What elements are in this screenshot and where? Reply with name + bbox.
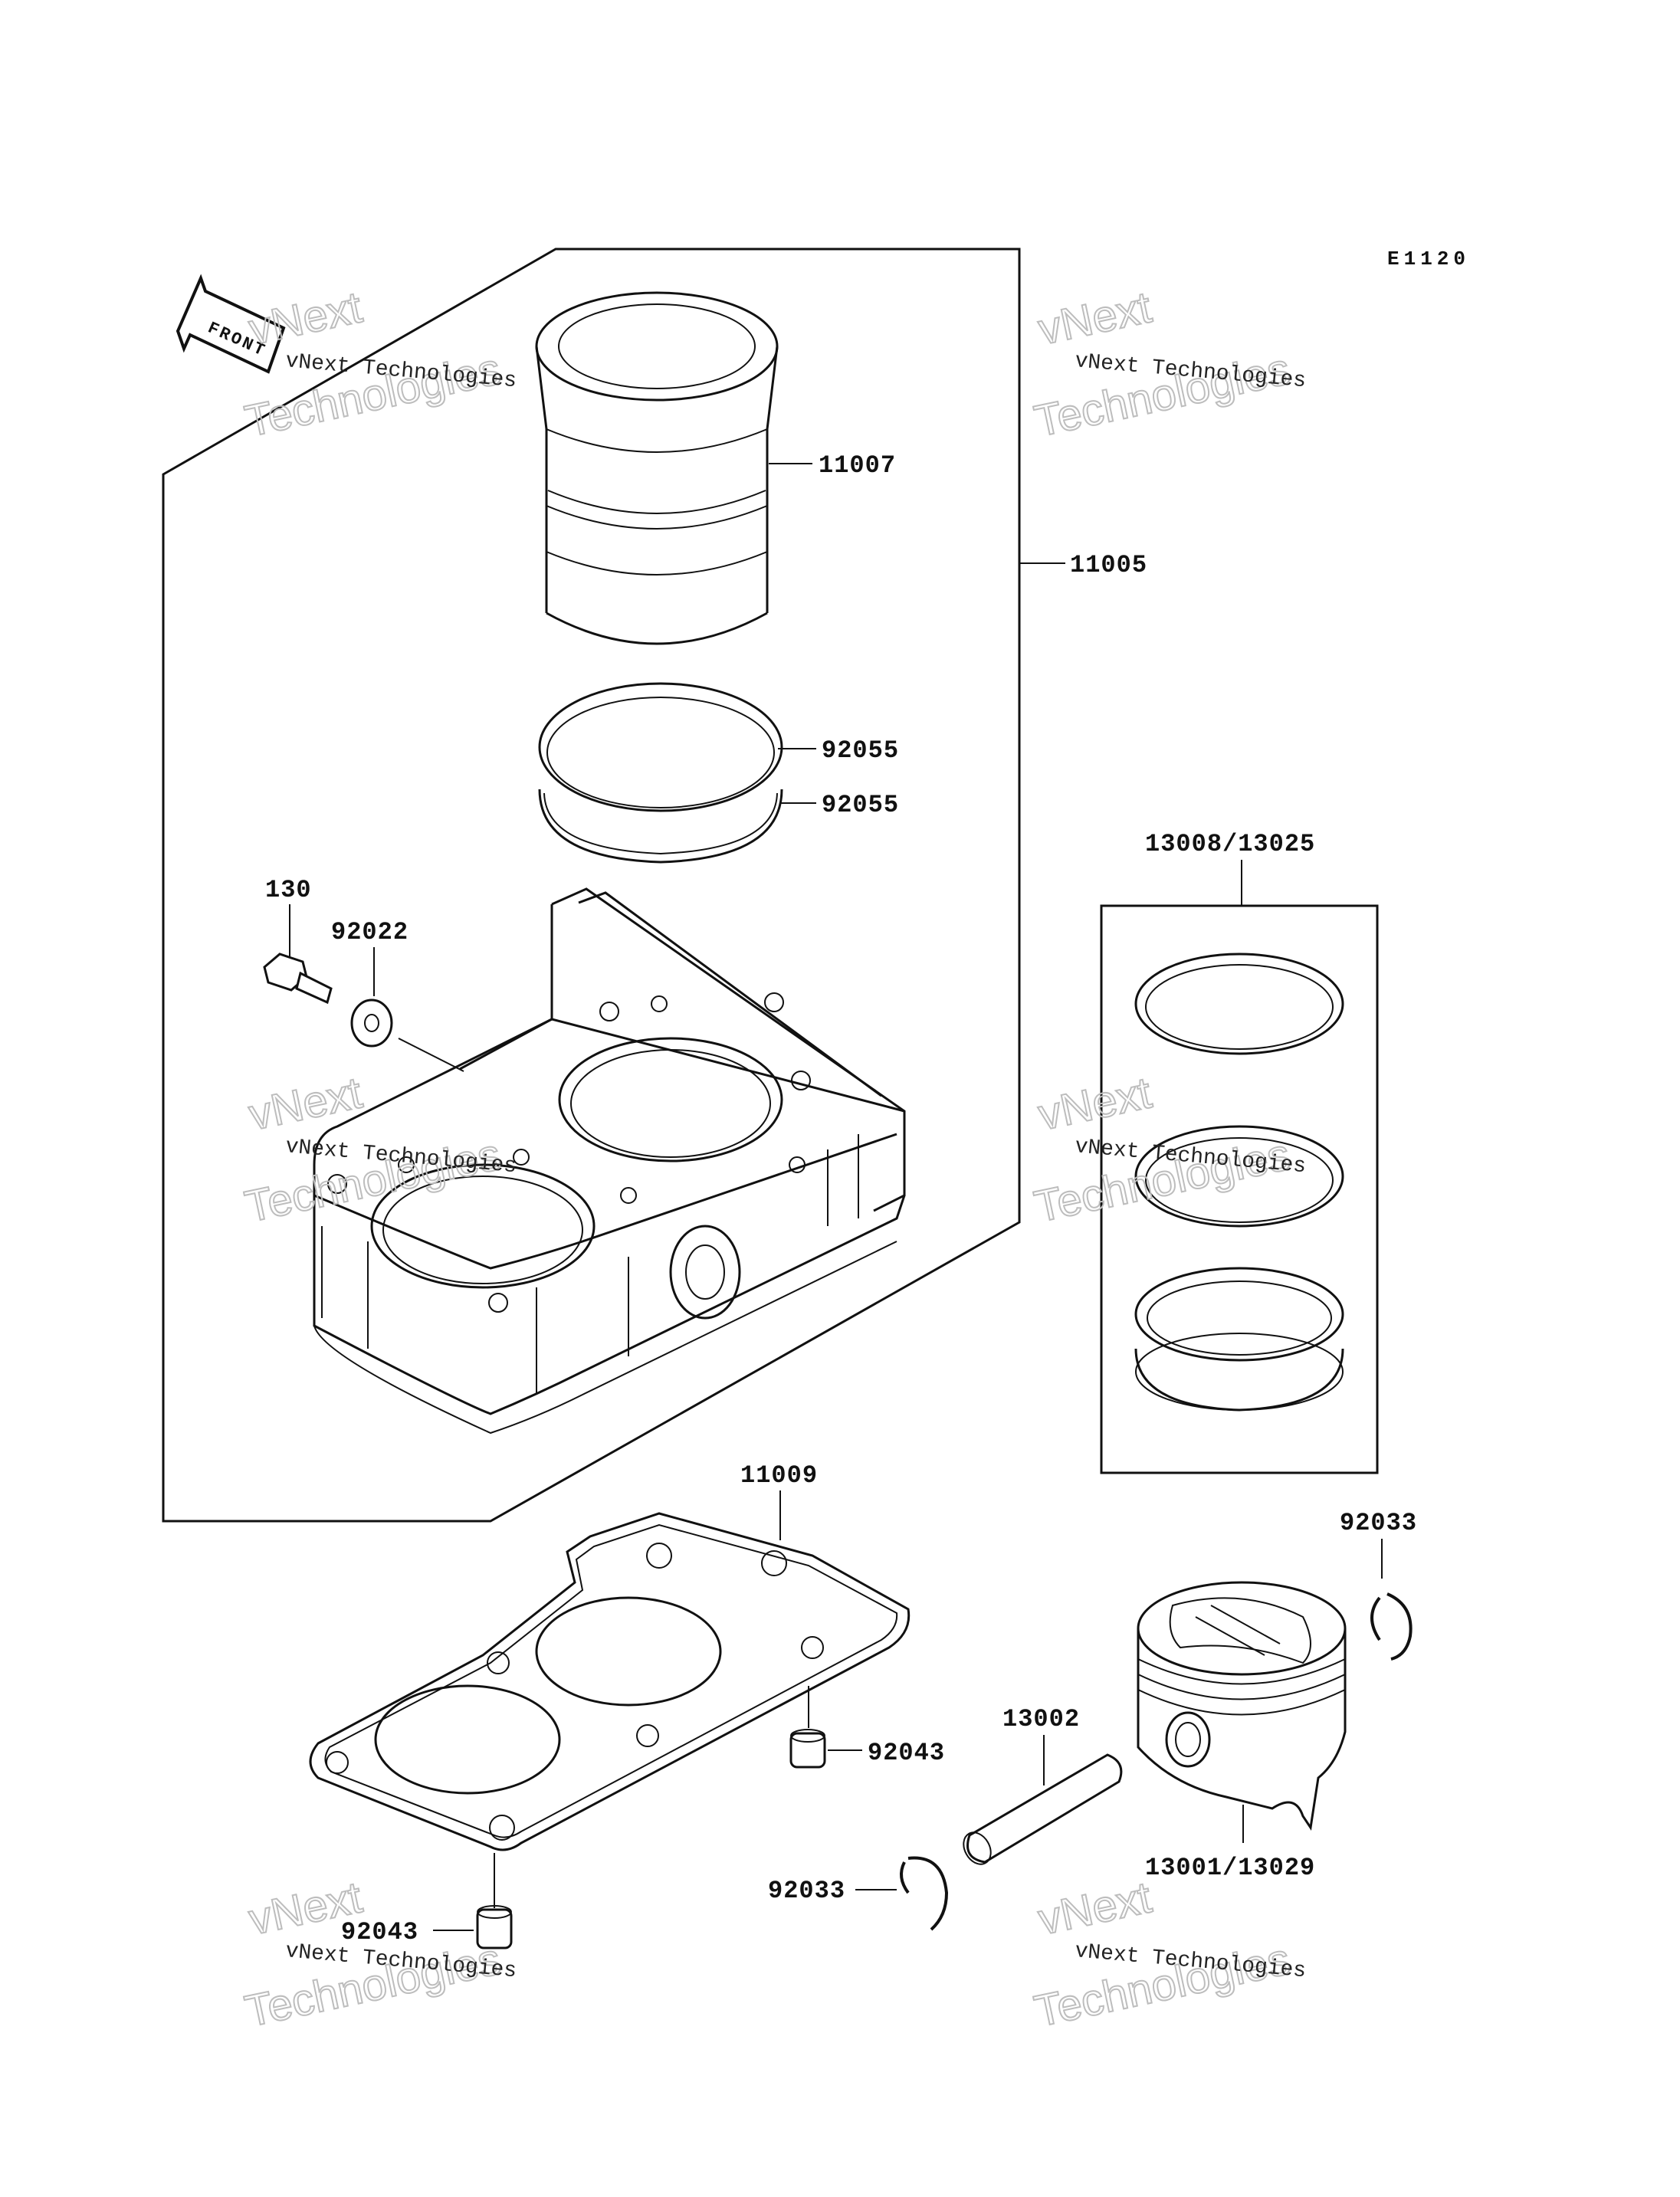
watermark-bottom-right: vNext Technologies vNext Technologies — [1029, 1871, 1307, 2037]
watermark-top-left: vNext Technologies vNext Technologies — [240, 281, 517, 447]
cylinder-assembly-outline — [162, 248, 1021, 1523]
svg-text:vNext: vNext — [244, 1067, 366, 1139]
cylinder-gasket — [309, 1512, 911, 1851]
piston — [1137, 1581, 1347, 1831]
label-11005: 11005 — [1070, 551, 1147, 579]
svg-text:vNext: vNext — [1034, 282, 1156, 354]
watermark-middle-left: vNext Technologies vNext Technologies — [240, 1067, 517, 1232]
cylinder-ring-lower — [538, 789, 783, 864]
label-11007: 11007 — [819, 451, 896, 480]
label-92043-upper: 92043 — [868, 1739, 945, 1767]
label-13001-13029: 13001/13029 — [1145, 1854, 1315, 1882]
diagram-code: E1120 — [1387, 248, 1470, 271]
watermark-top-right: vNext Technologies vNext Technologies — [1029, 281, 1307, 447]
bolt — [263, 953, 333, 1005]
svg-text:vNext: vNext — [1034, 1067, 1156, 1139]
label-13008-13025: 13008/13025 — [1145, 830, 1315, 858]
label-130: 130 — [265, 876, 312, 904]
label-92033-upper: 92033 — [1340, 1509, 1417, 1537]
label-92022: 92022 — [331, 918, 409, 946]
cylinder-block — [313, 887, 906, 1435]
label-13002: 13002 — [1002, 1705, 1080, 1733]
dowel-pin-lower — [476, 1905, 513, 1949]
piston-pin — [963, 1753, 1123, 1865]
label-92055-upper: 92055 — [822, 736, 899, 765]
circlip-upper — [1370, 1592, 1413, 1661]
piston-ring-set-box — [1100, 904, 1379, 1474]
washer — [350, 998, 393, 1048]
cylinder-ring-upper — [538, 682, 783, 812]
piston-ring-set — [1134, 953, 1344, 1412]
label-92033-lower: 92033 — [768, 1877, 845, 1905]
circlip-lower — [900, 1856, 949, 1931]
label-11009: 11009 — [740, 1461, 818, 1490]
watermark-bottom-left: vNext Technologies vNext Technologies — [240, 1871, 517, 2037]
label-92055-lower: 92055 — [822, 791, 899, 819]
label-92043-lower: 92043 — [341, 1918, 418, 1946]
dowel-pin-upper — [789, 1729, 826, 1769]
cylinder-liner — [535, 291, 779, 645]
svg-text:vNext: vNext — [244, 282, 366, 354]
svg-text:vNext: vNext — [1034, 1872, 1156, 1944]
